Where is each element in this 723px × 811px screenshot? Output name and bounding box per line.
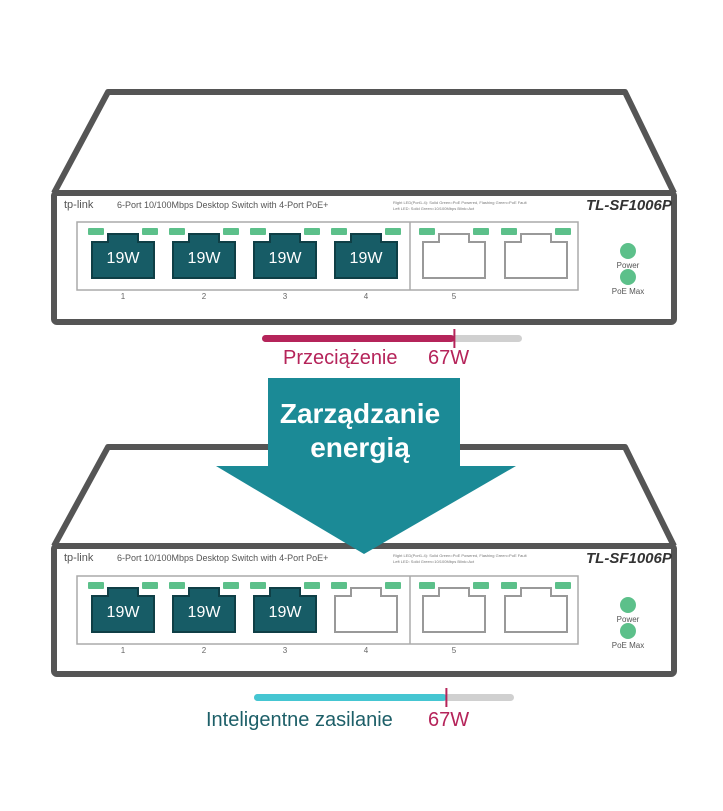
port-led-right <box>223 582 239 589</box>
port-led-left <box>419 228 435 235</box>
switch-description: 6-Port 10/100Mbps Desktop Switch with 4-… <box>117 553 329 563</box>
port-number: 2 <box>201 292 207 301</box>
port-number: 3 <box>282 646 288 655</box>
power-led <box>620 243 636 259</box>
ethernet-port-4 <box>334 587 398 633</box>
switch-1 <box>51 89 677 348</box>
led-legend-left: Left LED: Solid Green=10/100Mbps Blink=A… <box>393 206 475 211</box>
led-legend-right: Right LED(Port1-4): Solid Green=PoE Powe… <box>393 200 527 205</box>
port-led-left <box>501 228 517 235</box>
port-watt-label: 19W <box>187 604 221 621</box>
port-led-right <box>555 582 571 589</box>
port-led-right <box>304 228 320 235</box>
ethernet-port-2 <box>172 587 236 633</box>
port-led-right <box>142 228 158 235</box>
model-name: TL-SF1006P <box>586 197 672 214</box>
ethernet-port-1 <box>91 233 155 279</box>
budget-label: Przeciążenie <box>283 347 398 369</box>
power-label: Power <box>616 615 640 624</box>
led-legend-left: Left LED: Solid Green=10/100Mbps Blink=A… <box>393 559 475 564</box>
port-watt-label: 19W <box>187 250 221 267</box>
brand-logo: tp-link <box>64 552 94 564</box>
ethernet-port-5 <box>422 233 486 279</box>
power-label: Power <box>616 261 640 270</box>
poe-max-label: PoE Max <box>611 287 645 296</box>
port-number: 5 <box>451 292 457 301</box>
port-group-frame <box>76 575 579 645</box>
port-led-left <box>331 582 347 589</box>
port-number: 4 <box>363 646 369 655</box>
down-arrow <box>216 378 516 554</box>
brand-logo: tp-link <box>64 199 94 211</box>
port-led-right <box>142 582 158 589</box>
ethernet-port-4 <box>334 233 398 279</box>
poe-max-label: PoE Max <box>611 641 645 650</box>
port-led-right <box>385 582 401 589</box>
port-led-left <box>501 582 517 589</box>
model-name: TL-SF1006P <box>586 550 672 567</box>
port-group-frame <box>76 221 579 291</box>
budget-limit-label: 67W <box>428 709 470 731</box>
poe-max-led <box>620 623 636 639</box>
port-number: 4 <box>363 292 369 301</box>
poe-max-led <box>620 269 636 285</box>
ethernet-port-6 <box>504 233 568 279</box>
port-number: 1 <box>120 292 126 301</box>
port-led-right <box>385 228 401 235</box>
ethernet-port-5 <box>422 587 486 633</box>
port-led-right <box>304 582 320 589</box>
ethernet-port-1 <box>91 587 155 633</box>
port-led-left <box>331 228 347 235</box>
budget-fill <box>254 694 447 701</box>
port-number: 3 <box>282 292 288 301</box>
switch-description: 6-Port 10/100Mbps Desktop Switch with 4-… <box>117 200 329 210</box>
port-number: 2 <box>201 646 207 655</box>
port-led-left <box>169 582 185 589</box>
port-number: 1 <box>120 646 126 655</box>
port-led-right <box>223 228 239 235</box>
budget-label: Inteligentne zasilanie <box>206 709 393 731</box>
port-watt-label: 19W <box>106 250 140 267</box>
port-led-left <box>169 228 185 235</box>
port-led-left <box>88 228 104 235</box>
port-watt-label: 19W <box>268 250 302 267</box>
ethernet-port-6 <box>504 587 568 633</box>
port-led-right <box>555 228 571 235</box>
ethernet-port-2 <box>172 233 236 279</box>
switch-lid <box>51 89 677 195</box>
budget-fill <box>262 335 455 342</box>
port-led-left <box>250 228 266 235</box>
arrow-title-line2: energią <box>310 432 410 463</box>
ethernet-port-3 <box>253 233 317 279</box>
port-led-right <box>473 228 489 235</box>
port-watt-label: 19W <box>106 604 140 621</box>
port-watt-label: 19W <box>268 604 302 621</box>
budget-limit-label: 67W <box>428 347 470 369</box>
arrow-title-line1: Zarządzanie <box>279 398 441 429</box>
ethernet-port-3 <box>253 587 317 633</box>
port-led-left <box>88 582 104 589</box>
port-led-left <box>419 582 435 589</box>
port-led-left <box>250 582 266 589</box>
led-legend-right: Right LED(Port1-4): Solid Green=PoE Powe… <box>393 553 527 558</box>
power-led <box>620 597 636 613</box>
port-led-right <box>473 582 489 589</box>
port-watt-label: 19W <box>349 250 383 267</box>
port-number: 5 <box>451 646 457 655</box>
